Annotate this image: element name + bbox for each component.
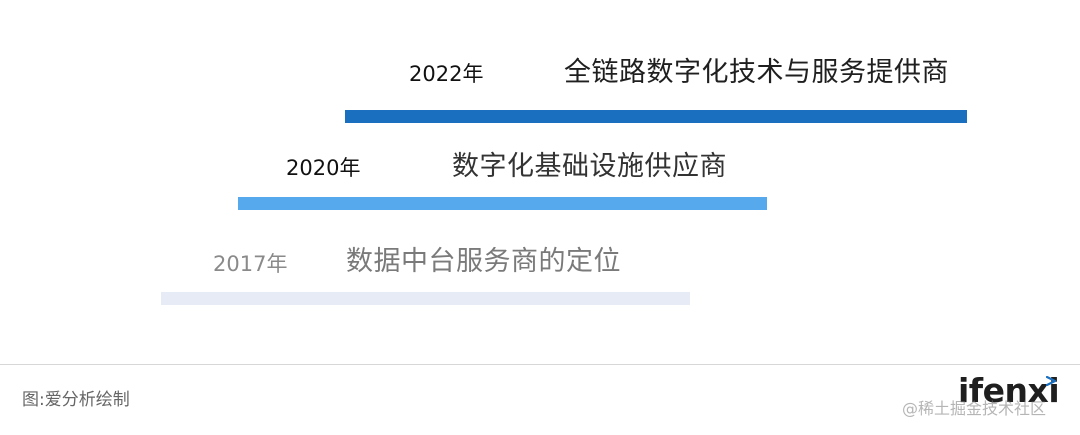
watermark: @稀土掘金技术社区 bbox=[902, 399, 1047, 418]
milestone-label: 全链路数字化技术与服务提供商 bbox=[564, 57, 949, 88]
milestone-year: 2017年 bbox=[213, 252, 288, 276]
milestone-bar bbox=[345, 110, 967, 123]
milestone-bar bbox=[238, 197, 767, 210]
milestone-year: 2022年 bbox=[409, 62, 484, 86]
milestone-label: 数据中台服务商的定位 bbox=[346, 246, 621, 277]
source-caption: 图:爱分析绘制 bbox=[22, 390, 130, 410]
milestone-label: 数字化基础设施供应商 bbox=[452, 151, 727, 182]
milestone-year: 2020年 bbox=[286, 156, 361, 180]
logo-arrow-icon bbox=[1046, 376, 1056, 386]
ifenxi-logo: ifenxi bbox=[958, 371, 1060, 410]
milestone-bar bbox=[161, 292, 690, 305]
footer-divider bbox=[0, 364, 1080, 365]
